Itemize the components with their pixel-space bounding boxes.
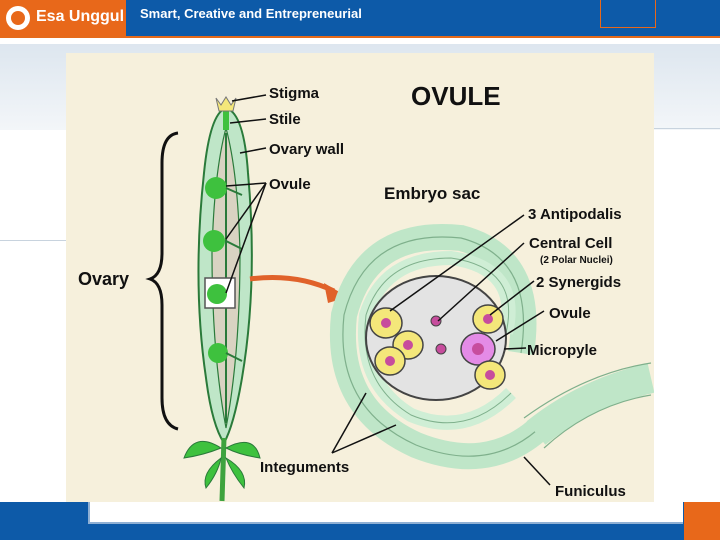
egg-apparatus xyxy=(460,304,506,390)
footer-accent xyxy=(684,502,720,540)
header-frame xyxy=(600,0,656,28)
magnify-arrow xyxy=(249,275,336,294)
leaf-low-left xyxy=(204,456,222,490)
logo-text: Esa Unggul xyxy=(36,8,125,25)
label-ovule-right: Ovule xyxy=(549,305,591,322)
label-ovary: Ovary xyxy=(78,269,129,289)
label-embryo-sac: Embryo sac xyxy=(384,184,480,203)
stile xyxy=(223,110,229,130)
funiculus xyxy=(526,363,654,445)
label-stigma: Stigma xyxy=(269,85,320,102)
leaf-right xyxy=(224,441,261,459)
antipodal-cells xyxy=(369,307,424,376)
logo: Esa Unggul xyxy=(0,0,126,36)
stem xyxy=(219,437,227,502)
ovary-brace xyxy=(145,131,179,431)
label-funiculus: Funiculus xyxy=(555,483,626,500)
ovule-diagram: OVULE Stigma Stile Ovary wall Ovule Ovar… xyxy=(66,53,654,503)
tagline: Smart, Creative and Entrepreneurial xyxy=(140,6,362,21)
ovary-ovules xyxy=(203,133,243,423)
label-synergids: 2 Synergids xyxy=(536,274,621,291)
left-rule xyxy=(0,240,66,241)
label-central-cell: Central Cell xyxy=(529,235,612,252)
ovule-diagram-svg: OVULE Stigma Stile Ovary wall Ovule Ovar… xyxy=(78,81,654,502)
label-ovule-top: Ovule xyxy=(269,176,311,193)
diagram-title: OVULE xyxy=(411,81,501,111)
leader-lines xyxy=(225,94,551,486)
label-micropyle: Micropyle xyxy=(527,342,597,359)
header-divider xyxy=(0,36,720,38)
polar-nuclei xyxy=(430,315,447,355)
leaf-low-right xyxy=(224,456,246,490)
label-ovary-wall: Ovary wall xyxy=(269,141,344,158)
label-stile: Stile xyxy=(269,111,301,128)
leaf-left xyxy=(183,440,223,459)
footer-panel xyxy=(88,502,683,524)
logo-icon xyxy=(6,6,30,30)
stigma xyxy=(215,96,237,112)
right-rule xyxy=(654,128,720,129)
label-antipodalis: 3 Antipodalis xyxy=(528,206,622,223)
label-integuments: Integuments xyxy=(260,459,349,476)
label-polar-nuclei: (2 Polar Nuclei) xyxy=(540,255,613,266)
